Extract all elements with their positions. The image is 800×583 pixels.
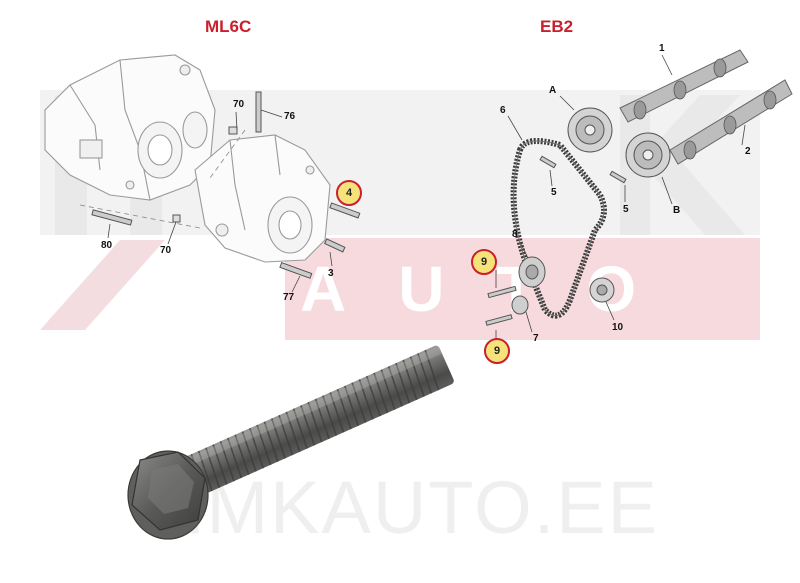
engine-title: EB2 [540, 17, 574, 36]
label-part-77: 77 [283, 292, 295, 303]
label-part-80: 80 [101, 240, 113, 251]
highlight-part-4: 4 [336, 180, 362, 206]
label-part-70-top: 70 [233, 99, 245, 110]
label-part-10: 10 [612, 322, 624, 333]
label-part-6: 6 [500, 105, 506, 116]
label-part-5-right: 5 [623, 204, 629, 215]
gearbox-title: ML6C [205, 17, 252, 36]
label-part-1: 1 [659, 43, 665, 54]
label-part-76: 76 [284, 111, 296, 122]
label-part-70-bottom: 70 [160, 245, 172, 256]
label-part-2: 2 [745, 146, 751, 157]
label-part-7: 7 [533, 333, 539, 344]
highlight-part-9-top: 9 [471, 249, 497, 275]
label-part-8: 8 [512, 229, 518, 240]
label-part-B: B [673, 205, 681, 216]
label-part-A: A [549, 85, 557, 96]
label-part-3: 3 [328, 268, 334, 279]
label-part-5-left: 5 [551, 187, 557, 198]
highlight-part-9-bottom: 9 [484, 338, 510, 364]
